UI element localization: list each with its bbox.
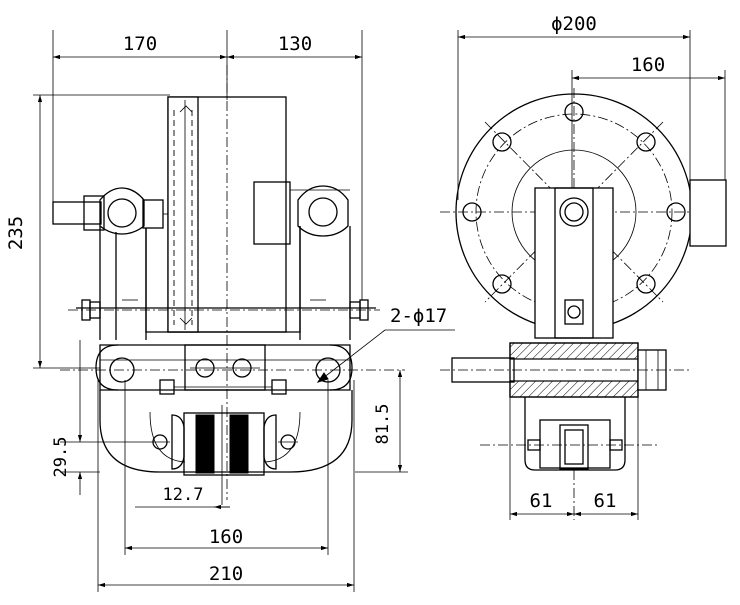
dim-height-to-center: 81.5 xyxy=(373,404,393,445)
dim-shoe-width: 12.7 xyxy=(163,485,204,505)
dim-side-offset: 160 xyxy=(631,54,665,76)
dim-pin-spacing: 160 xyxy=(209,526,243,548)
dim-side-left-half: 61 xyxy=(530,490,553,512)
hole-callout: 2-ϕ17 xyxy=(390,305,447,327)
dim-disc-diameter: ϕ200 xyxy=(551,13,597,35)
dim-front-right-width: 130 xyxy=(278,33,312,55)
dim-lower-height: 29.5 xyxy=(51,437,71,478)
front-view: 170 130 235 xyxy=(5,30,455,592)
dim-side-right-half: 61 xyxy=(594,490,617,512)
dim-overall-height: 235 xyxy=(5,216,27,250)
dim-front-left-width: 170 xyxy=(123,33,157,55)
side-view: ϕ200 160 xyxy=(440,13,727,520)
dim-overall-width: 210 xyxy=(209,563,243,585)
